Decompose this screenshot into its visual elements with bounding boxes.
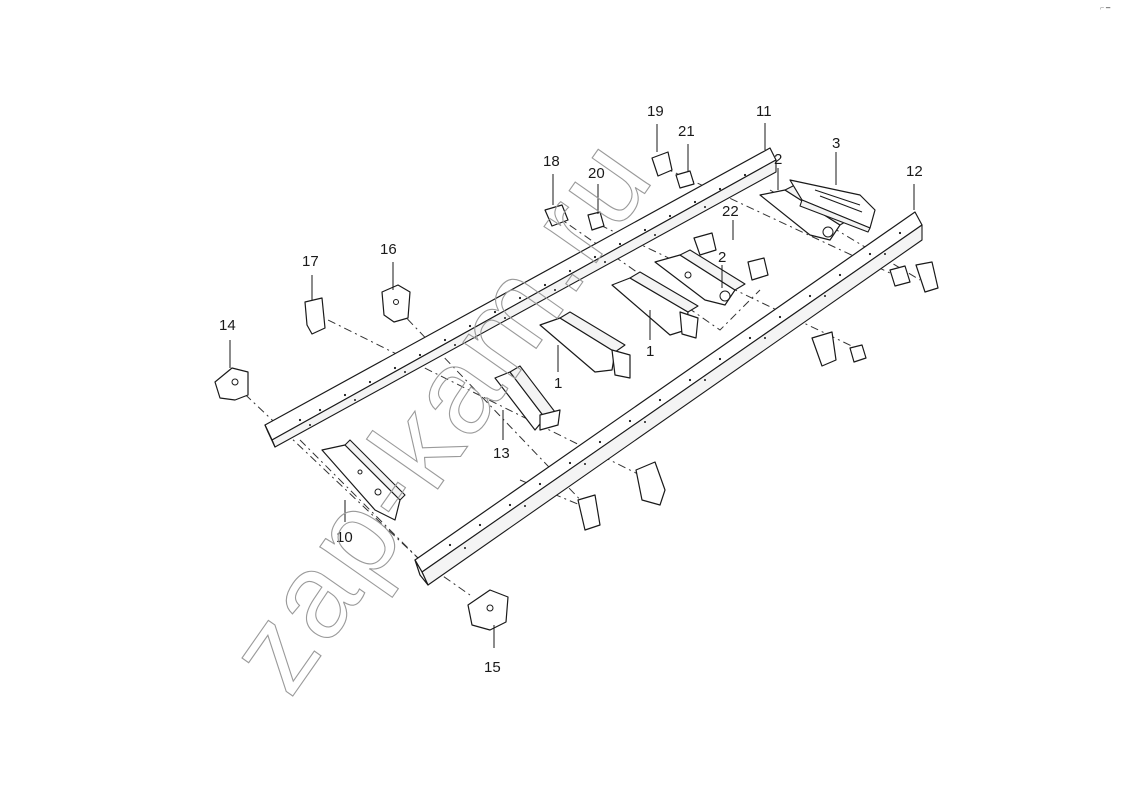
bracket-14 [214,367,249,401]
callout-12: 12 [906,163,923,180]
bracket-17 [304,297,326,335]
cross-member-2a [654,249,746,306]
watermark: zap-kam.ru [202,114,679,715]
callout-19: 19 [647,103,664,120]
callouts: 1 1 2 2 3 10 11 12 13 14 15 16 17 18 19 … [219,103,923,676]
leader-lines [229,123,915,648]
bracket-16 [381,284,411,323]
callout-1: 1 [554,375,562,392]
right-side-rail [414,211,923,586]
callout-11: 11 [756,103,772,120]
right-rail-holes [448,231,902,549]
cross-member-3 [789,179,876,233]
bracket-rear-group [577,261,939,531]
cross-member-13 [494,365,561,431]
callout-13: 13 [493,445,510,462]
bracket-22 [693,232,769,281]
left-rail-holes [298,173,747,426]
cross-member-1b [611,271,699,339]
callout-17: 17 [302,253,319,270]
callout-14: 14 [219,317,236,334]
callout-16: 16 [380,241,397,258]
bracket-20 [587,211,605,231]
callout-2: 2 [718,249,726,266]
callout-18: 18 [543,153,560,170]
bracket-19 [651,151,673,177]
bracket-18 [544,204,569,227]
callout-15: 15 [484,659,501,676]
corner-mark: ⌐ ━ [1100,5,1111,12]
bracket-21 [675,170,695,189]
cross-member-1a [539,311,631,379]
callout-22: 22 [722,203,739,220]
callout-10: 10 [336,529,353,546]
callout-21: 21 [678,123,695,140]
bracket-15 [467,589,509,631]
left-side-rail [264,147,777,448]
cross-member-10 [321,439,406,521]
callout-3: 3 [832,135,840,152]
callout-1: 1 [646,343,654,360]
callout-20: 20 [588,165,605,182]
callout-2: 2 [774,151,782,168]
